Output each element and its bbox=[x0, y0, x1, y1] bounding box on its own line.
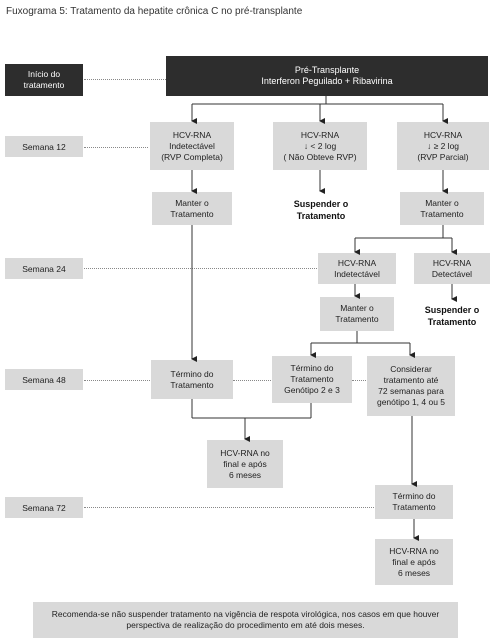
box-line: genótipo 1, 4 ou 5 bbox=[376, 397, 446, 407]
guide-line-12 bbox=[84, 147, 148, 148]
box-line: ( Não Obteve RVP) bbox=[283, 151, 357, 162]
pre-transplant-box: Pré-Transplante Interferon Peguilado + R… bbox=[166, 56, 488, 96]
box-line: (RVP Parcial) bbox=[417, 151, 469, 162]
guide-line-24 bbox=[84, 268, 317, 269]
box-line: Suspender o bbox=[424, 305, 480, 315]
box-line: Tratamento bbox=[392, 502, 436, 512]
end-treatment-genotype-23-box: Término do Tratamento Genótipo 2 e 3 bbox=[272, 356, 352, 403]
suspend-treatment-24: Suspender o Tratamento bbox=[412, 300, 492, 332]
guide-line-48b bbox=[233, 380, 271, 381]
keep-treatment-24-box: Manter o Tratamento bbox=[320, 297, 394, 331]
hcv-rna-no-rvp-box: HCV-RNA ↓ < 2 log ( Não Obteve RVP) bbox=[273, 122, 367, 170]
box-line: final e após bbox=[392, 556, 436, 567]
box-line: ↓ < 2 log bbox=[303, 140, 337, 151]
week-start-line1: Início do bbox=[27, 69, 61, 79]
box-line: Manter o bbox=[340, 303, 374, 313]
guide-line-72 bbox=[84, 507, 374, 508]
box-line: HCV-RNA bbox=[300, 129, 340, 140]
week-label-72: Semana 72 bbox=[5, 497, 83, 518]
week-label-start: Início do tratamento bbox=[5, 64, 83, 96]
box-line: Indetectável bbox=[334, 268, 380, 279]
box-line: Detectável bbox=[431, 268, 473, 279]
consider-72-weeks-box: Considerar tratamento até 72 semanas par… bbox=[367, 356, 455, 416]
box-line: Tratamento bbox=[290, 374, 334, 384]
guide-line-48c bbox=[352, 380, 366, 381]
box-line: (RVP Completa) bbox=[161, 151, 223, 162]
box-line: Genótipo 2 e 3 bbox=[284, 385, 340, 395]
keep-treatment-partial-box: Manter o Tratamento bbox=[400, 192, 484, 225]
pre-transplant-title: Pré-Transplante bbox=[294, 65, 360, 75]
week-label-24: Semana 24 bbox=[5, 258, 83, 279]
guide-line-start bbox=[84, 79, 166, 80]
box-line: Tratamento bbox=[296, 211, 346, 221]
box-line: Tratamento bbox=[335, 314, 379, 324]
box-line: Manter o bbox=[425, 197, 459, 208]
guide-line-48 bbox=[84, 380, 150, 381]
box-line: Suspender o bbox=[293, 199, 349, 209]
box-line: Tratamento bbox=[170, 208, 214, 219]
box-line: Término do bbox=[392, 491, 436, 501]
flowchart-title: Fuxograma 5: Tratamento da hepatite crôn… bbox=[6, 6, 303, 17]
hcv-rna-undetectable-24-box: HCV-RNA Indetectável bbox=[318, 253, 396, 284]
box-line: Indetectável bbox=[169, 140, 215, 151]
box-line: HCV-RNA bbox=[337, 257, 377, 268]
hcv-rna-final-72-box: HCV-RNA no final e após 6 meses bbox=[375, 539, 453, 585]
box-line: final e após bbox=[223, 458, 267, 469]
week-label-12: Semana 12 bbox=[5, 136, 83, 157]
hcv-rna-final-48-box: HCV-RNA no final e após 6 meses bbox=[207, 440, 283, 488]
week-label-48: Semana 48 bbox=[5, 369, 83, 390]
box-line: HCV-RNA bbox=[172, 129, 212, 140]
box-line: 6 meses bbox=[228, 469, 262, 480]
end-treatment-48-box: Término do Tratamento bbox=[151, 360, 233, 399]
box-line: HCV-RNA bbox=[432, 257, 472, 268]
box-line: 72 semanas para bbox=[378, 386, 444, 396]
box-line: Tratamento bbox=[170, 379, 214, 390]
end-treatment-72-box: Término do Tratamento bbox=[375, 485, 453, 519]
box-line: Considerar bbox=[390, 364, 432, 374]
hcv-rna-undetectable-12-box: HCV-RNA Indetectável (RVP Completa) bbox=[150, 122, 234, 170]
box-line: HCV-RNA no bbox=[389, 545, 439, 556]
box-line: Tratamento bbox=[420, 208, 464, 219]
box-line: Término do bbox=[170, 368, 214, 379]
box-line: HCV-RNA bbox=[423, 129, 463, 140]
box-line: tratamento até bbox=[383, 375, 439, 385]
suspend-treatment-12: Suspender o Tratamento bbox=[278, 194, 364, 226]
box-line: Manter o bbox=[175, 197, 209, 208]
week-start-line2: tratamento bbox=[23, 80, 65, 90]
keep-treatment-12-box: Manter o Tratamento bbox=[152, 192, 232, 225]
pre-transplant-regimen: Interferon Peguilado + Ribavirina bbox=[261, 76, 393, 86]
hcv-rna-partial-rvp-box: HCV-RNA ↓ ≥ 2 log (RVP Parcial) bbox=[397, 122, 489, 170]
box-line: Término do bbox=[290, 363, 334, 373]
hcv-rna-detectable-24-box: HCV-RNA Detectável bbox=[414, 253, 490, 284]
box-line: ↓ ≥ 2 log bbox=[426, 140, 460, 151]
box-line: Tratamento bbox=[427, 317, 477, 327]
box-line: HCV-RNA no bbox=[220, 447, 270, 458]
recommendation-note: Recomenda-se não suspender tratamento na… bbox=[33, 602, 458, 638]
box-line: 6 meses bbox=[397, 567, 431, 578]
